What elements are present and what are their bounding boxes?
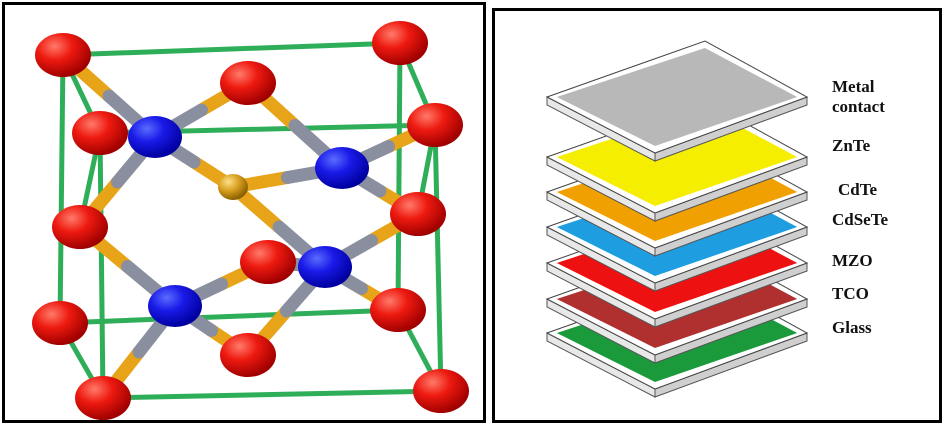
red-atom	[75, 376, 131, 420]
label-mzo: MZO	[832, 251, 873, 270]
red-atom	[52, 205, 108, 249]
blue-atom	[128, 116, 182, 158]
label-cdte: CdTe	[838, 180, 878, 199]
blue-atom	[298, 246, 352, 288]
red-atom	[32, 301, 88, 345]
crystal-structure-diagram	[32, 21, 469, 420]
cell-edge	[57, 307, 401, 326]
red-atom	[407, 103, 463, 147]
red-atom	[240, 240, 296, 284]
red-atom	[72, 111, 128, 155]
layer-stack-diagram	[545, 40, 809, 398]
label-metal-line2: contact	[832, 97, 885, 116]
blue-atom	[315, 147, 369, 189]
blue-atom	[148, 285, 202, 327]
cell-edge	[97, 130, 106, 401]
red-atom	[372, 21, 428, 65]
label-glass: Glass	[832, 318, 872, 337]
red-atom	[35, 33, 91, 77]
plate-face-metal-contact	[556, 48, 798, 146]
gold-atom	[218, 174, 248, 200]
label-metal-line1: Metal	[832, 77, 875, 96]
cell-edge	[395, 40, 403, 313]
label-metal-contact: Metal contact	[832, 77, 885, 117]
layer-plate	[545, 40, 809, 162]
cell-edge	[60, 40, 403, 58]
label-tco: TCO	[832, 284, 869, 303]
plate-face-znte	[556, 108, 798, 206]
cell-edge	[57, 52, 66, 326]
crystal-structure-panel	[2, 2, 486, 423]
red-atom	[220, 61, 276, 105]
label-cdsete: CdSeTe	[832, 210, 889, 229]
cell-edge	[432, 122, 444, 394]
cell-edge	[100, 388, 444, 401]
atoms	[32, 21, 469, 420]
label-znte: ZnTe	[832, 136, 871, 155]
red-atom	[220, 333, 276, 377]
red-atom	[390, 192, 446, 236]
red-atom	[413, 369, 469, 413]
red-atom	[370, 288, 426, 332]
device-stack-panel: Metal contact ZnTe CdTe CdSeTe MZO TCO G…	[492, 8, 942, 423]
